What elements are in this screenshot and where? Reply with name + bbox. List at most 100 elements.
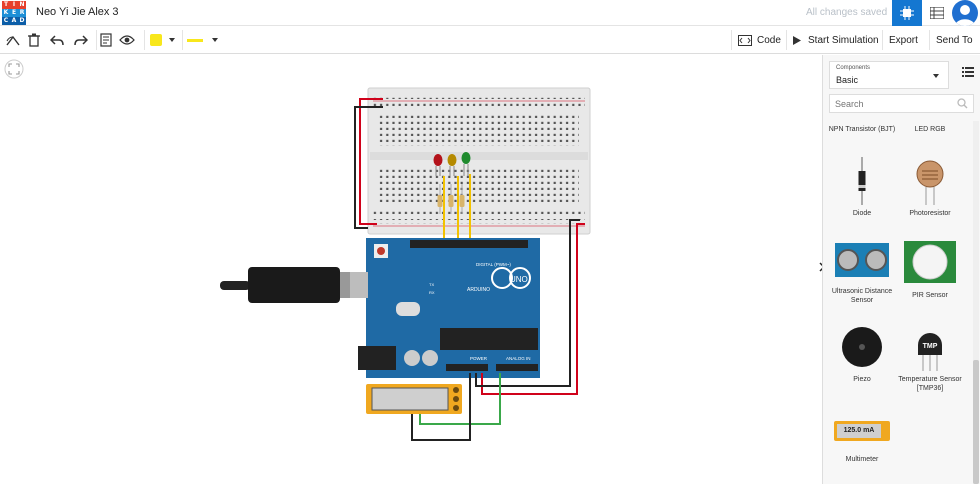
components-select[interactable]: Components Basic xyxy=(829,61,949,89)
project-title[interactable]: Neo Yi Jie Alex 3 xyxy=(36,6,119,18)
list-view-icon xyxy=(930,7,944,19)
play-icon xyxy=(793,35,801,45)
circuit-view-button[interactable] xyxy=(892,0,922,26)
component-label: Photoresistor xyxy=(909,210,951,217)
send-to-button-label: Send To xyxy=(936,34,973,46)
component-led-rgb[interactable]: LED RGB xyxy=(895,125,965,134)
digital-label: DIGITAL (PWM~) xyxy=(476,262,511,267)
color-picker[interactable] xyxy=(144,30,180,50)
diode-icon xyxy=(858,157,866,205)
list-toggle-icon[interactable] xyxy=(962,67,974,77)
black-wire-left xyxy=(354,106,383,229)
component-diode[interactable]: Diode xyxy=(827,157,897,218)
component-npn-transistor[interactable]: NPN Transistor (BJT) xyxy=(827,125,897,134)
breadboard[interactable] xyxy=(367,87,591,235)
tinkercad-logo[interactable]: T I N K E R C A D xyxy=(2,1,26,25)
green-wire xyxy=(419,373,501,425)
component-ultrasonic-sensor[interactable]: Ultrasonic Distance Sensor xyxy=(827,241,897,305)
tmp-chip-label: TMP xyxy=(922,343,938,350)
power-label: POWER xyxy=(470,356,488,361)
black-wire-bottom xyxy=(411,373,471,441)
code-icon xyxy=(738,34,752,46)
start-simulation-label: Start Simulation xyxy=(808,34,879,46)
temperature-sensor-icon xyxy=(918,333,942,371)
panel-scrollbar-thumb[interactable] xyxy=(973,360,979,484)
red-wire-left xyxy=(359,98,383,225)
code-button[interactable]: Code xyxy=(731,30,787,50)
circuit-canvas[interactable]: UNO ARDUINO DIGITAL (PWM~) TX RX POWER A… xyxy=(0,55,822,484)
delete-button[interactable] xyxy=(26,30,42,50)
chip-icon xyxy=(900,6,914,20)
uno-label: UNO xyxy=(510,275,528,284)
multimeter-icon: 125.0 mA xyxy=(834,421,890,441)
circuit-drawing: UNO ARDUINO DIGITAL (PWM~) TX RX POWER A… xyxy=(220,87,591,441)
components-selected: Basic xyxy=(836,75,859,85)
export-button-label: Export xyxy=(889,34,918,46)
notes-button[interactable] xyxy=(96,30,114,50)
led-yellow[interactable] xyxy=(447,154,457,176)
logo-letter: C xyxy=(2,17,10,25)
redo-button[interactable] xyxy=(72,30,90,50)
rotate-button[interactable] xyxy=(4,30,22,50)
usb-cable[interactable] xyxy=(220,267,350,303)
yellow-wires[interactable] xyxy=(443,174,471,246)
component-label: Temperature Sensor [TMP36] xyxy=(898,376,962,392)
multimeter[interactable] xyxy=(366,384,462,414)
component-label: Ultrasonic Distance Sensor xyxy=(831,288,893,304)
schematic-view-button[interactable] xyxy=(922,0,952,26)
arduino-uno[interactable]: UNO ARDUINO DIGITAL (PWM~) TX RX POWER A… xyxy=(346,238,540,378)
fit-view-icon[interactable] xyxy=(4,59,24,79)
component-label: Multimeter xyxy=(845,456,879,463)
save-status: All changes saved xyxy=(806,7,888,18)
wire-style-swatch xyxy=(186,38,203,42)
arduino-label: ARDUINO xyxy=(467,287,490,293)
color-swatch xyxy=(149,34,162,46)
chevron-down-icon xyxy=(168,38,175,42)
black-wire-right xyxy=(475,219,580,387)
redo-icon xyxy=(74,35,88,46)
undo-button[interactable] xyxy=(48,30,66,50)
code-button-label: Code xyxy=(757,34,781,46)
logo-letter: A xyxy=(10,17,18,25)
search-icon xyxy=(957,98,968,109)
led-green[interactable] xyxy=(461,152,471,176)
rx-label: RX xyxy=(429,290,435,295)
top-bar: T I N K E R C A D Neo Yi Jie Alex 3 All … xyxy=(0,0,980,26)
start-simulation-button[interactable]: Start Simulation xyxy=(786,30,885,50)
logo-letter: I xyxy=(10,1,18,9)
component-label: NPN Transistor (BJT) xyxy=(828,126,896,133)
logo-letter: K xyxy=(2,9,10,17)
component-label: PIR Sensor xyxy=(912,292,948,299)
multimeter-reading: 125.0 mA xyxy=(837,424,881,438)
search-input[interactable] xyxy=(829,94,974,113)
component-pir-sensor[interactable]: PIR Sensor xyxy=(895,239,965,300)
resistors[interactable] xyxy=(437,184,465,214)
user-icon xyxy=(955,5,975,26)
visibility-button[interactable] xyxy=(118,30,136,50)
photoresistor-icon xyxy=(916,160,944,205)
component-temperature-sensor[interactable]: TMP Temperature Sensor [TMP36] xyxy=(895,325,965,393)
logo-letter: E xyxy=(10,9,18,17)
pir-sensor-icon xyxy=(904,241,956,283)
chevron-down-icon xyxy=(933,74,939,78)
logo-letter: T xyxy=(2,1,10,9)
eye-icon xyxy=(119,35,135,45)
logo-letter: R xyxy=(18,9,26,17)
components-panel: Components Basic NPN Transistor (BJT) LE… xyxy=(822,55,980,484)
tx-label: TX xyxy=(429,282,434,287)
component-multimeter[interactable]: 125.0 mA Multimeter xyxy=(827,421,897,464)
analog-label: ANALOG IN xyxy=(506,356,531,361)
undo-icon xyxy=(50,35,64,46)
led-red[interactable] xyxy=(433,154,443,176)
send-to-button[interactable]: Send To xyxy=(929,30,979,50)
component-label: LED RGB xyxy=(914,126,946,133)
wire-style-picker[interactable] xyxy=(182,30,222,50)
component-piezo[interactable]: Piezo xyxy=(827,325,897,384)
component-label: Piezo xyxy=(853,376,871,383)
rotate-icon xyxy=(6,35,20,46)
component-photoresistor[interactable]: Photoresistor xyxy=(895,157,965,218)
panel-scrollbar[interactable] xyxy=(973,121,979,484)
user-avatar[interactable] xyxy=(952,0,978,26)
export-button[interactable]: Export xyxy=(882,30,924,50)
notes-icon xyxy=(99,33,112,47)
